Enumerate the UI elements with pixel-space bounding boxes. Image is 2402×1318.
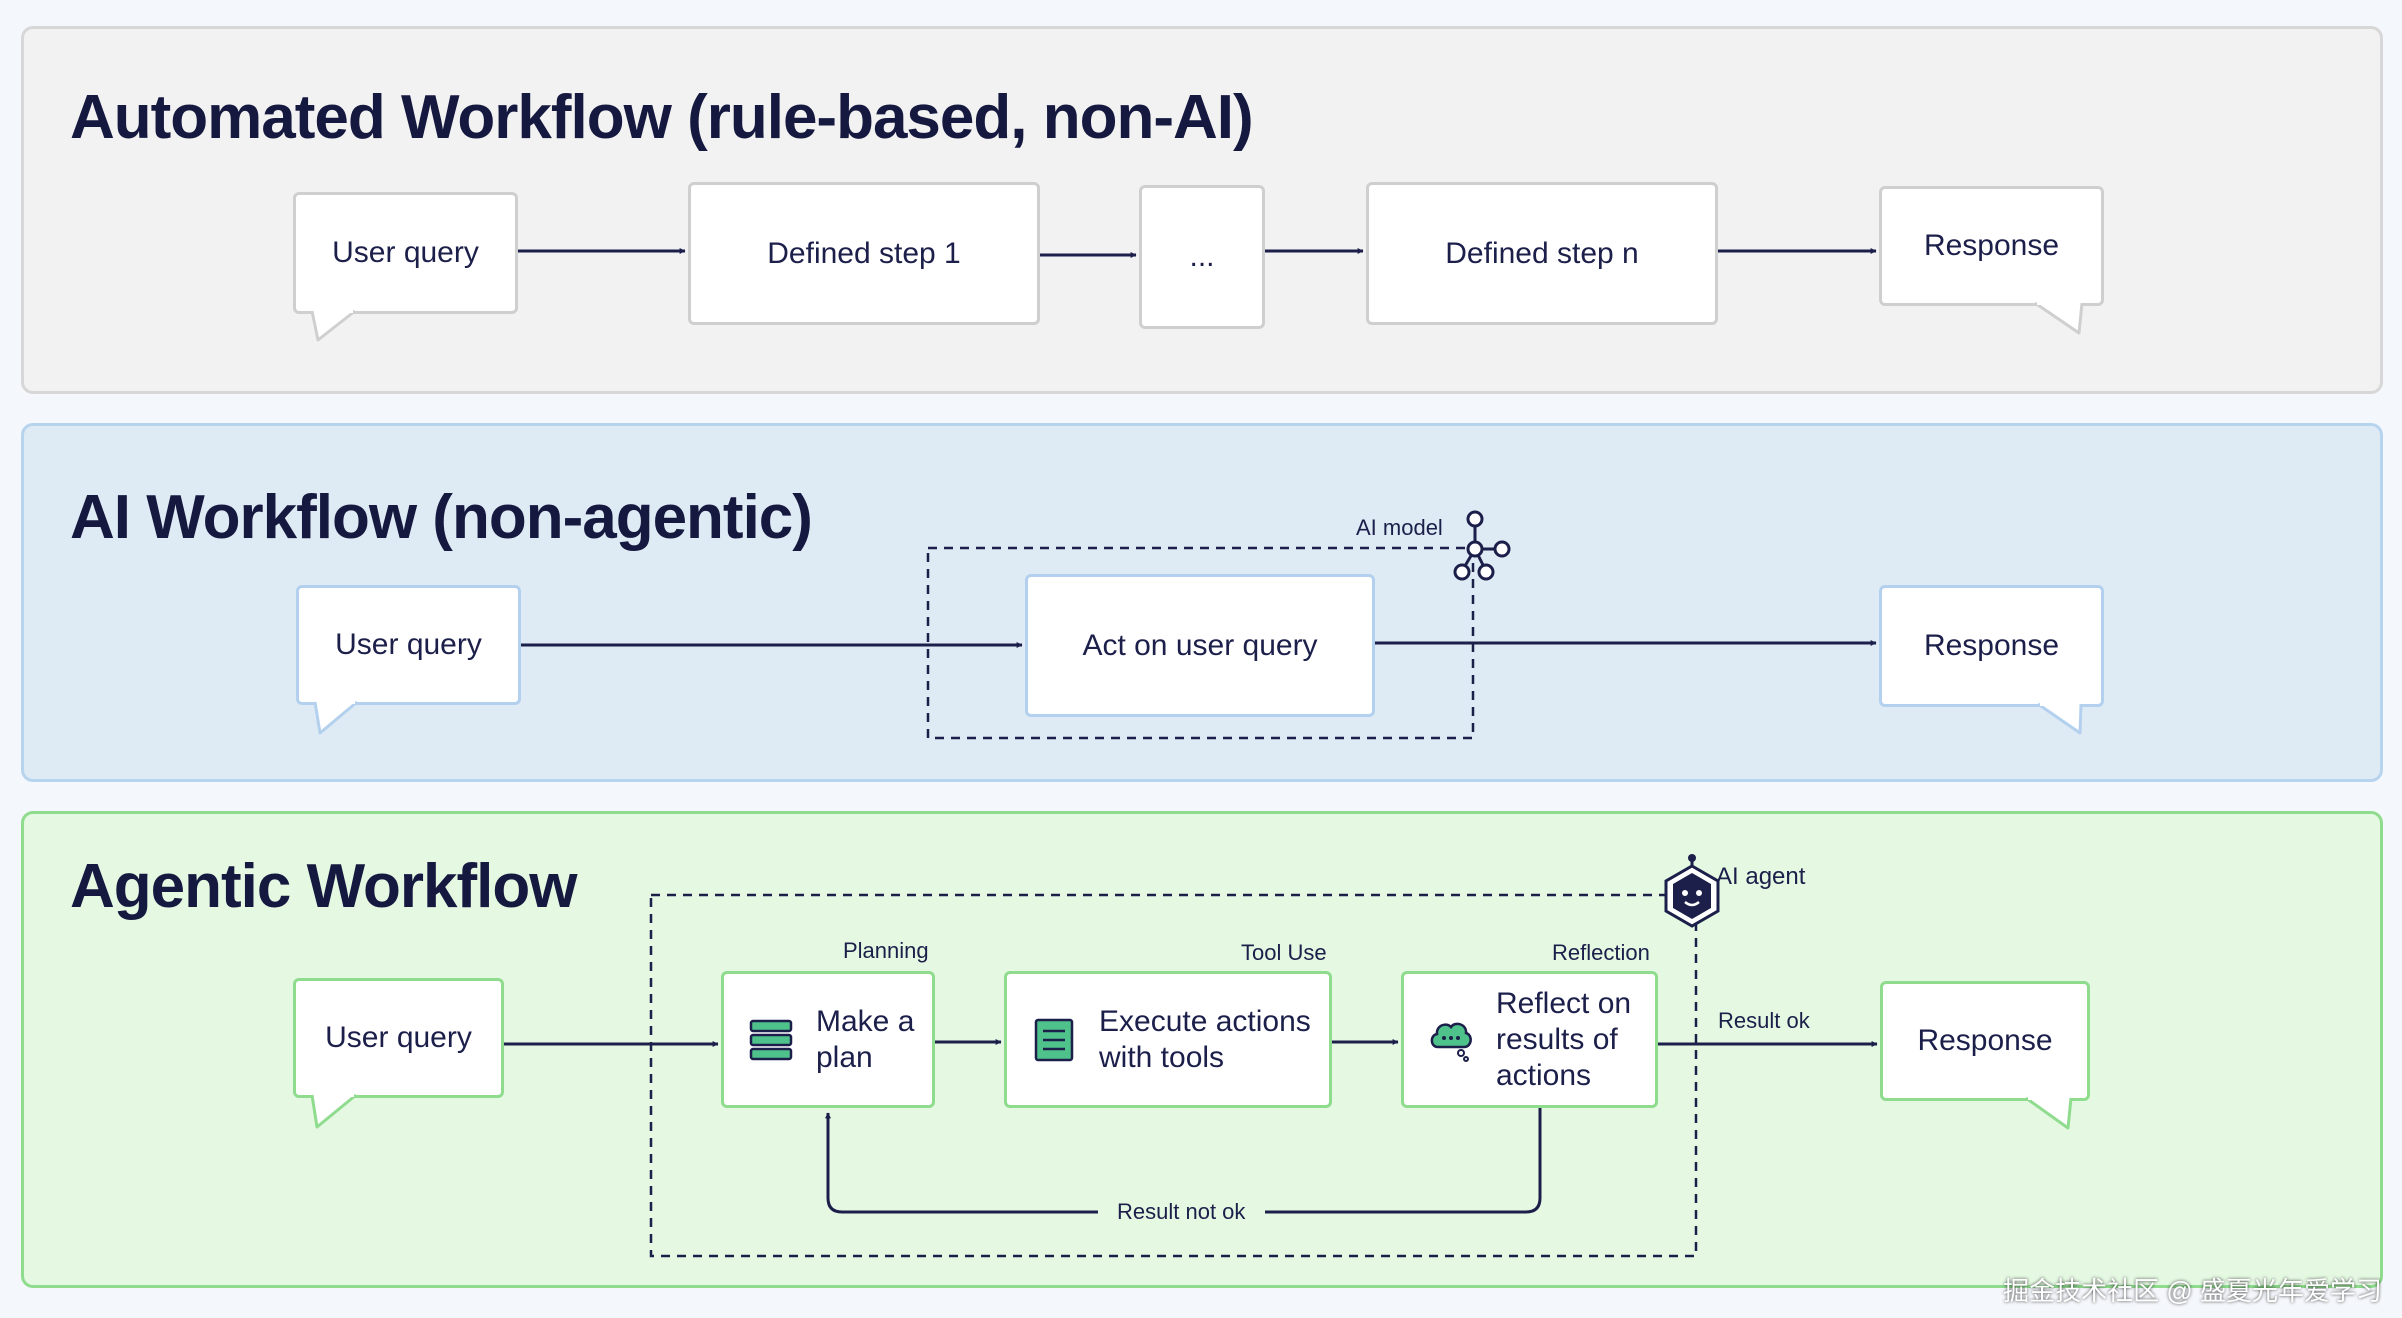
reflection-label: Reflection [1552, 940, 1650, 965]
make-a-plan-box: Make a plan [721, 971, 935, 1108]
automated-response-label: Response [1923, 229, 2060, 262]
document-list-icon [1034, 1018, 1074, 1061]
ai-response-bubble: Response [1879, 585, 2104, 707]
make-a-plan-label: Make a plan [816, 1004, 915, 1074]
thought-bubble-icon [1430, 1022, 1472, 1062]
defined-step-n-box: Defined step n [1366, 182, 1718, 325]
execute-actions-box: Execute actions with tools [1004, 971, 1332, 1108]
tool-use-label: Tool Use [1241, 940, 1327, 965]
act-on-user-query-box: Act on user query [1025, 574, 1375, 717]
execute-actions-label: Execute actions with tools [1099, 1004, 1311, 1074]
agentic-workflow-title: Agentic Workflow [70, 852, 577, 921]
ellipsis-step-box: ... [1139, 185, 1265, 329]
reflect-on-results-box: Reflect on results of actions [1401, 971, 1658, 1108]
automated-response-bubble: Response [1879, 186, 2104, 306]
defined-step-1-label: Defined step 1 [767, 236, 961, 270]
ai-user-query-label: User query [335, 628, 482, 661]
ai-workflow-title: AI Workflow (non-agentic) [70, 483, 813, 552]
ellipsis-step-label: ... [1189, 240, 1215, 273]
ai-model-label: AI model [1356, 515, 1443, 540]
result-not-ok-label: Result not ok [1111, 1199, 1252, 1225]
automated-user-query-bubble: User query [293, 192, 518, 314]
automated-workflow-title: Automated Workflow (rule-based, non-AI) [70, 83, 1254, 152]
agentic-response-label: Response [1917, 1024, 2053, 1057]
ai-user-query-bubble: User query [296, 585, 521, 705]
agentic-user-query-label: User query [325, 1021, 472, 1054]
watermark-text: 掘金技术社区 @ 盛夏光年爱学习 [2003, 1276, 2382, 1306]
ai-agent-label: AI agent [1716, 863, 1806, 890]
ai-response-label: Response [1923, 629, 2060, 662]
planning-label: Planning [843, 938, 929, 963]
act-on-user-query-label: Act on user query [1082, 628, 1318, 662]
defined-step-1-box: Defined step 1 [688, 182, 1040, 325]
automated-user-query-label: User query [332, 236, 479, 269]
result-ok-label: Result ok [1718, 1008, 1810, 1033]
agentic-user-query-bubble: User query [293, 978, 504, 1098]
reflect-on-results-label: Reflect on results of actions [1496, 986, 1632, 1092]
database-stack-icon [749, 1019, 793, 1060]
agentic-response-bubble: Response [1880, 981, 2090, 1101]
defined-step-n-label: Defined step n [1445, 236, 1639, 270]
